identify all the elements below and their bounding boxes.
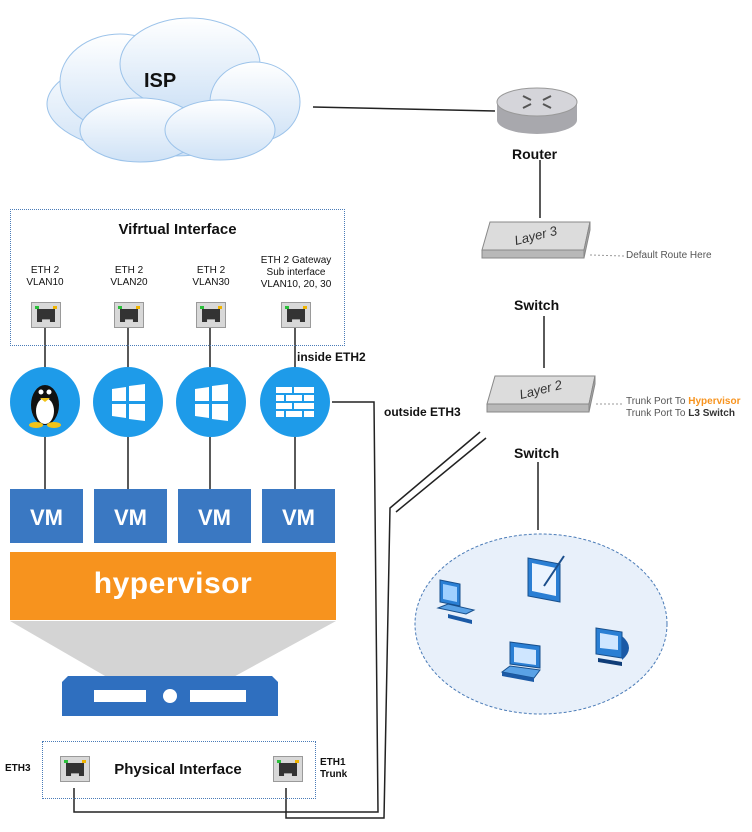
l3-note: Default Route Here bbox=[626, 250, 712, 261]
ethernet-port-icon bbox=[196, 302, 226, 328]
eth1-line1: ETH1 bbox=[320, 757, 346, 768]
firewall-vm-icon bbox=[260, 367, 330, 437]
outside-eth3-label: outside ETH3 bbox=[384, 405, 461, 419]
linux-tux-icon bbox=[29, 385, 61, 428]
vport-3-label: ETH 2 VLAN30 bbox=[185, 265, 237, 289]
l2-note-prefix: Trunk Port To bbox=[626, 396, 689, 407]
firewall-icon bbox=[276, 387, 314, 417]
hypervisor-bar: hypervisor bbox=[10, 552, 336, 620]
router-icon bbox=[495, 82, 579, 142]
vport-1-line2: VLAN10 bbox=[26, 277, 64, 288]
eth3-port-label: ETH3 bbox=[5, 763, 31, 774]
vport-2-line2: VLAN20 bbox=[110, 277, 148, 288]
virtual-interface-title: Vifrtual Interface bbox=[118, 221, 237, 238]
vport-1-label: ETH 2 VLAN10 bbox=[19, 265, 71, 289]
windows-icon bbox=[112, 384, 145, 421]
eth1-line2: Trunk bbox=[320, 769, 348, 780]
l3-switch-label: Switch bbox=[514, 297, 560, 313]
l2-note-prefix-2: Trunk Port To bbox=[626, 408, 689, 419]
laptop-icon bbox=[500, 640, 548, 693]
vport-4-line3: VLAN10, 20, 30 bbox=[260, 279, 332, 290]
isp-cloud: ISP bbox=[40, 12, 305, 170]
l2-note-l3switch: Trunk Port To L3 Switch bbox=[626, 408, 735, 419]
tablet-icon bbox=[524, 554, 568, 611]
vm-box-1: VM bbox=[10, 489, 83, 543]
vm-box-3: VM bbox=[178, 489, 251, 543]
inside-eth2-label: inside ETH2 bbox=[297, 350, 366, 364]
workstation-icon bbox=[436, 578, 476, 631]
ethernet-port-icon bbox=[281, 302, 311, 328]
vport-2-line1: ETH 2 bbox=[114, 265, 144, 276]
virtual-interface-box: Vifrtual Interface ETH 2 VLAN10 ETH 2 VL… bbox=[10, 209, 345, 346]
layer2-switch-icon: Layer 2 bbox=[485, 368, 597, 420]
ethernet-port-icon bbox=[114, 302, 144, 328]
windows-vm-icon-1 bbox=[93, 367, 163, 437]
linux-vm-icon bbox=[10, 367, 80, 437]
ethernet-port-icon bbox=[31, 302, 61, 328]
server-icon bbox=[62, 676, 278, 716]
vm-box-2: VM bbox=[94, 489, 167, 543]
eth1-port-label: ETH1 Trunk bbox=[320, 757, 347, 781]
vport-4-line1: ETH 2 Gateway bbox=[260, 255, 332, 266]
isp-label: ISP bbox=[144, 70, 177, 92]
ethernet-port-icon bbox=[60, 756, 90, 782]
vport-4-label: ETH 2 Gateway Sub interface VLAN10, 20, … bbox=[251, 255, 341, 291]
windows-vm-icon-2 bbox=[176, 367, 246, 437]
l2-note-hypervisor-highlight: Hypervisor bbox=[688, 396, 741, 407]
vport-3-line1: ETH 2 bbox=[196, 265, 226, 276]
vport-4-line2: Sub interface bbox=[266, 267, 326, 278]
mac-computer-icon bbox=[592, 624, 636, 673]
vport-2-label: ETH 2 VLAN20 bbox=[103, 265, 155, 289]
cloud-icon bbox=[46, 17, 301, 163]
physical-interface-box: Physical Interface bbox=[42, 741, 316, 799]
layer3-switch-icon: Layer 3 bbox=[480, 214, 592, 266]
vport-3-line2: VLAN30 bbox=[192, 277, 230, 288]
router-label: Router bbox=[512, 146, 558, 162]
vport-1-line1: ETH 2 bbox=[30, 265, 60, 276]
ethernet-port-icon bbox=[273, 756, 303, 782]
l2-note-l3-highlight: L3 Switch bbox=[688, 408, 735, 419]
windows-icon bbox=[195, 384, 228, 421]
l2-switch-label: Switch bbox=[514, 445, 560, 461]
physical-interface-title: Physical Interface bbox=[114, 761, 242, 778]
vm-box-4: VM bbox=[262, 489, 335, 543]
l2-note-hypervisor: Trunk Port To Hypervisor bbox=[626, 396, 741, 407]
